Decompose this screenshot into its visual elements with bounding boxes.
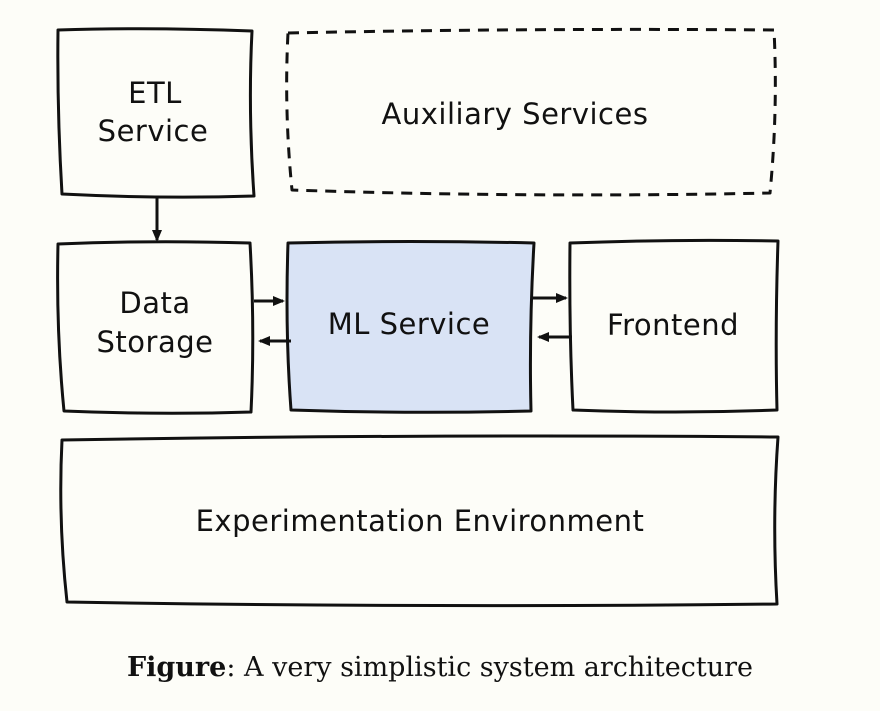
figure-caption: Figure: A very simplistic system archite… xyxy=(0,652,880,683)
etl-service-label-line2: Service xyxy=(98,114,209,148)
data-storage-box: Data Storage xyxy=(56,240,255,415)
etl-service-border xyxy=(56,27,256,199)
frontend-border xyxy=(568,238,780,414)
data-storage-label-line1: Data xyxy=(119,286,190,320)
experimentation-environment-border xyxy=(59,434,780,608)
experimentation-environment-box: Experimentation Environment xyxy=(59,434,780,608)
ml-service-box: ML Service xyxy=(285,240,536,414)
caption-text: : A very simplistic system architecture xyxy=(226,652,753,683)
frontend-box: Frontend xyxy=(568,238,780,414)
auxiliary-services-label: Auxiliary Services xyxy=(382,97,649,131)
architecture-diagram: ETL Service Auxiliary Services Data Stor… xyxy=(56,27,780,608)
auxiliary-services-border xyxy=(285,27,777,197)
ml-service-label: ML Service xyxy=(328,307,491,341)
data-storage-border xyxy=(56,240,255,415)
etl-service-box: ETL Service xyxy=(56,27,256,199)
etl-service-label-line1: ETL xyxy=(128,76,182,110)
ml-service-border xyxy=(285,240,536,414)
auxiliary-services-box: Auxiliary Services xyxy=(285,27,777,197)
frontend-label: Frontend xyxy=(607,308,739,342)
data-storage-label-line2: Storage xyxy=(97,325,214,359)
experimentation-environment-label: Experimentation Environment xyxy=(196,504,645,538)
caption-figure-label: Figure xyxy=(127,652,227,683)
